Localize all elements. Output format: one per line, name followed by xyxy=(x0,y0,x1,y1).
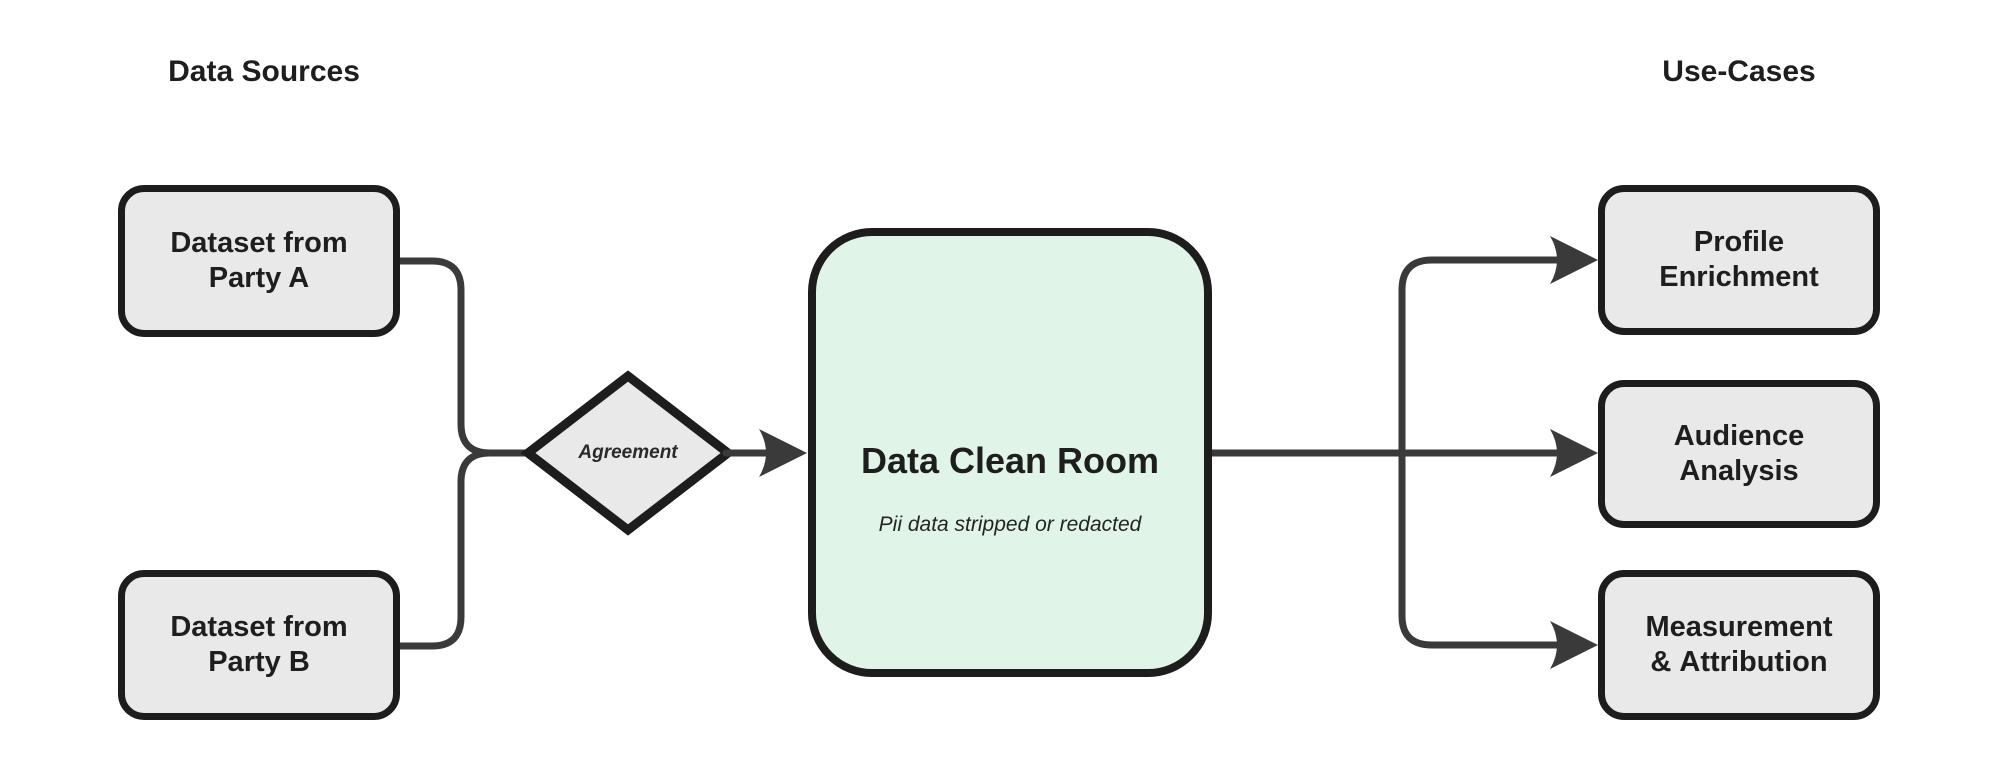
node-agreement[interactable]: Agreement xyxy=(528,376,728,530)
node-audience-analysis[interactable]: Audience Analysis xyxy=(1598,380,1880,528)
node-label: Audience Analysis xyxy=(1673,419,1805,487)
connector-party-b-to-junction xyxy=(394,449,530,650)
node-label: Measurement & Attribution xyxy=(1645,610,1833,678)
node-label: Agreement xyxy=(578,442,678,463)
agreement-diamond-shape xyxy=(520,370,736,536)
clean-room-subtitle: Pii data stripped or redacted xyxy=(878,513,1142,536)
heading-data-sources: Data Sources xyxy=(168,55,360,88)
clean-room-title: Data Clean Room xyxy=(860,440,1160,481)
node-dataset-party-a[interactable]: Dataset from Party A xyxy=(118,185,400,337)
connector-junction-to-measurement xyxy=(1398,449,1564,649)
arrowhead-icon xyxy=(1550,429,1598,477)
connector-party-a-to-junction xyxy=(394,257,530,457)
arrowhead-icon xyxy=(759,429,807,477)
connector-junction-to-profile xyxy=(1398,256,1564,457)
node-dataset-party-b[interactable]: Dataset from Party B xyxy=(118,570,400,720)
node-measurement-attribution[interactable]: Measurement & Attribution xyxy=(1598,570,1880,720)
node-label: Dataset from Party B xyxy=(170,610,348,678)
node-label: Dataset from Party A xyxy=(170,226,348,294)
arrowhead-icon xyxy=(1550,236,1598,284)
node-data-clean-room[interactable]: Data Clean Room Pii data stripped or red… xyxy=(808,228,1212,677)
node-profile-enrichment[interactable]: Profile Enrichment xyxy=(1598,185,1880,335)
node-label: Profile Enrichment xyxy=(1659,225,1819,293)
arrowhead-icon xyxy=(1550,621,1598,669)
heading-use-cases: Use-Cases xyxy=(1662,55,1816,88)
